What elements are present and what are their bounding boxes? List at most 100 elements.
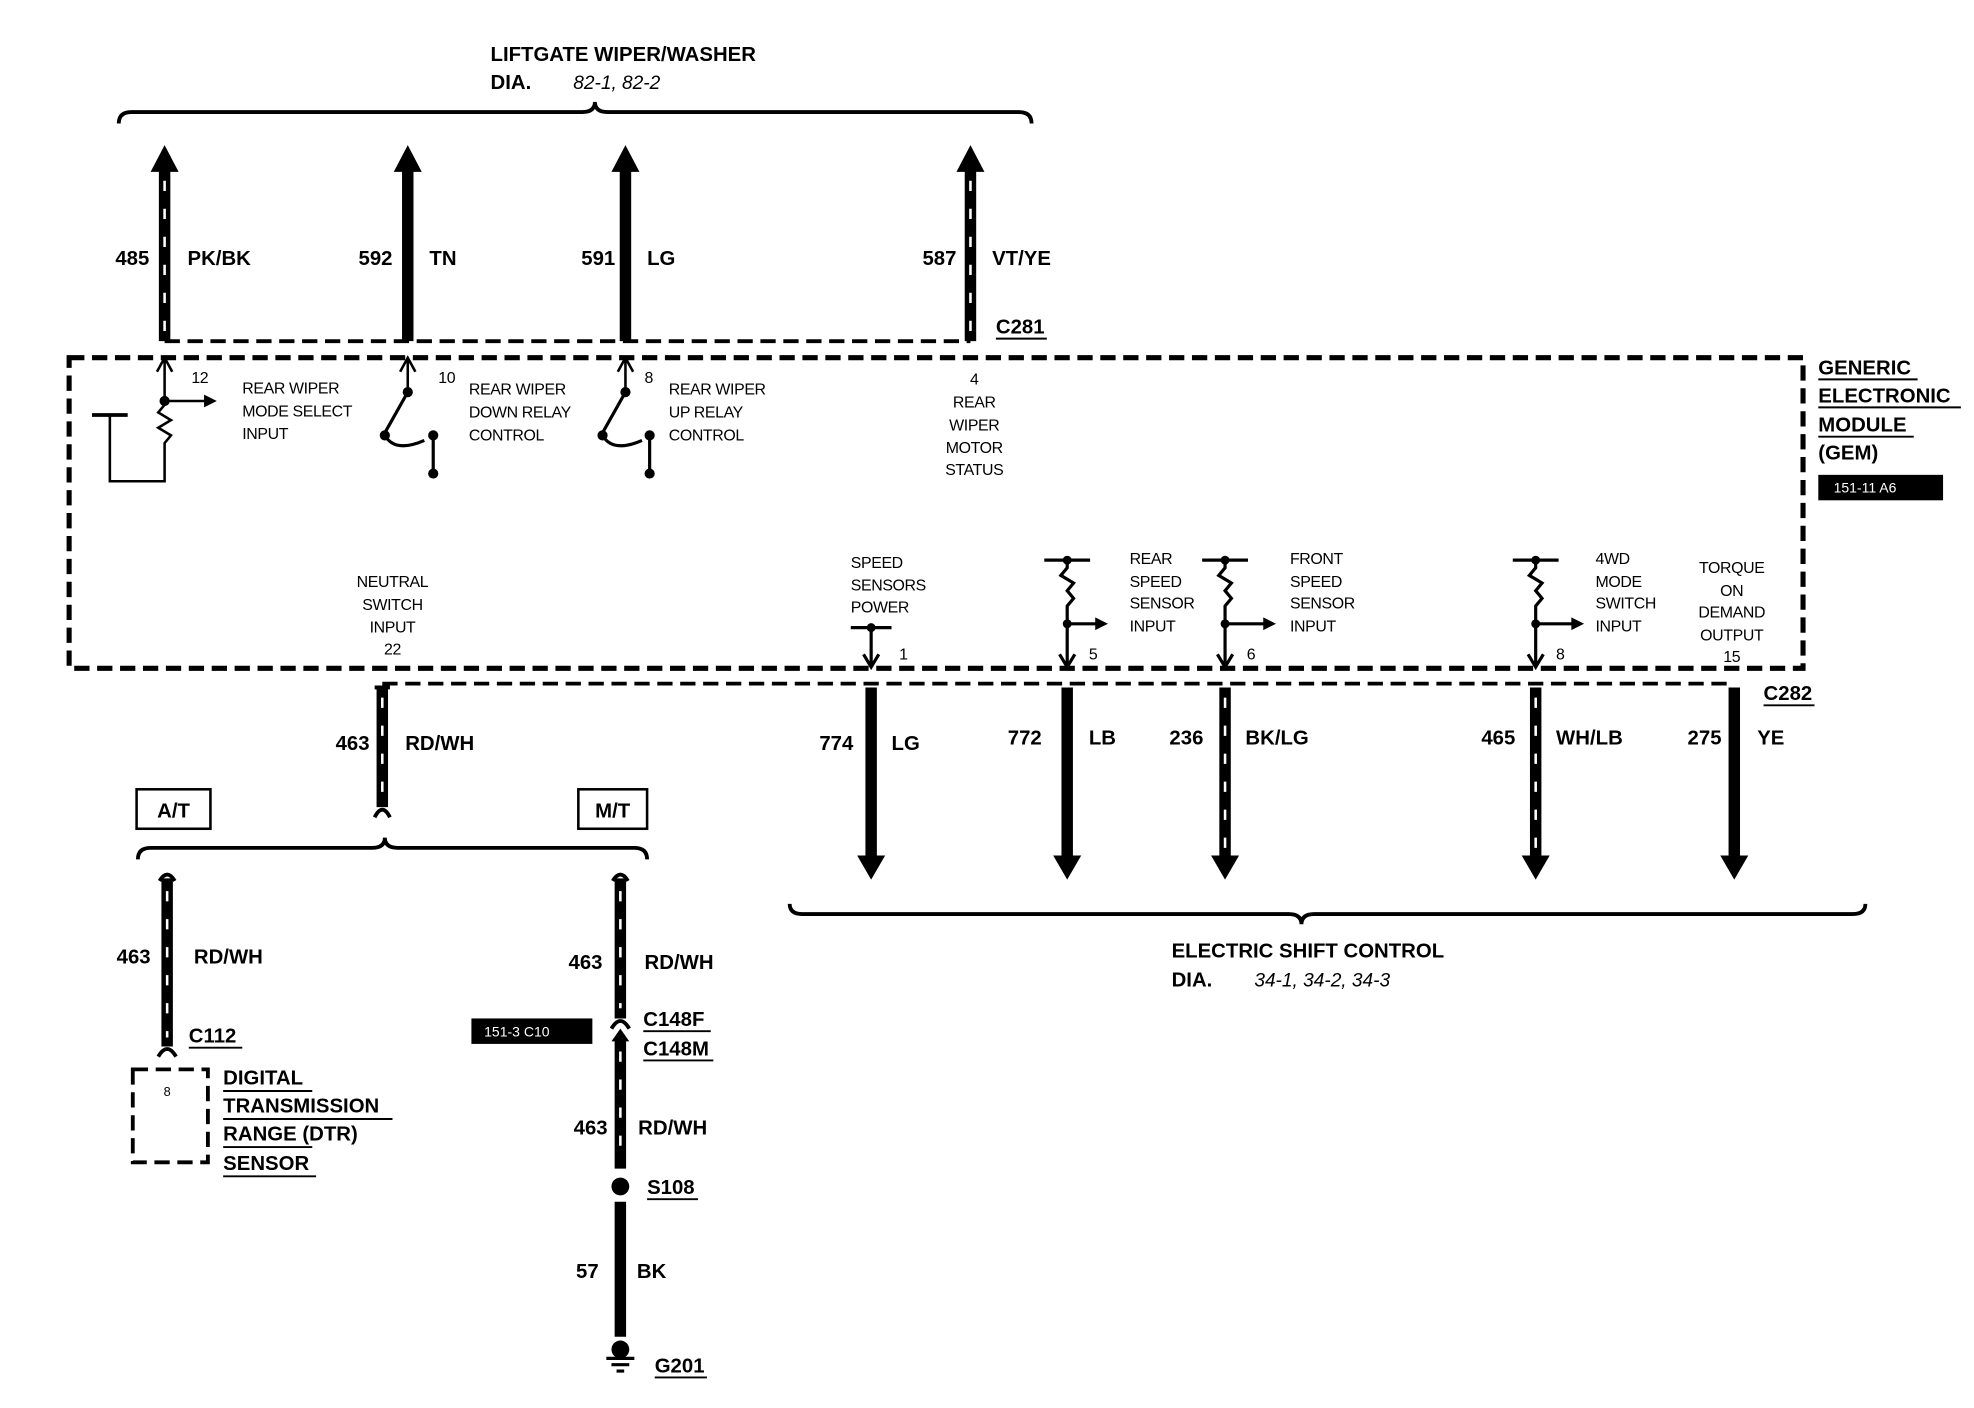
- wire-color: RD/WH: [638, 1117, 707, 1139]
- wire-774: 774 LG: [819, 687, 920, 880]
- wire-circuit: 592: [358, 248, 392, 270]
- wire-color: BK/LG: [1245, 728, 1308, 750]
- pin-label: OUTPUT: [1700, 627, 1764, 644]
- top-wire-591: 591 LG: [581, 145, 675, 342]
- wire-circuit: 275: [1688, 728, 1722, 750]
- pin-number: 15: [1723, 649, 1740, 666]
- pin-label: TORQUE: [1699, 560, 1764, 577]
- gem-ref: 151-11 A6: [1834, 480, 1897, 496]
- at-variant-label: A/T: [157, 800, 190, 822]
- pin-label: INPUT: [242, 426, 288, 443]
- top-title: LIFTGATE WIPER/WASHER: [491, 44, 757, 66]
- pin-8-up-relay: 8 REAR WIPER UP RELAY CONTROL: [597, 355, 766, 479]
- wire-color: LG: [647, 248, 675, 270]
- dtr-label-line: DIGITAL: [223, 1068, 303, 1090]
- wire-color: PK/BK: [188, 248, 252, 270]
- pin-label: SENSOR: [1290, 596, 1355, 613]
- pin-label: SENSOR: [1130, 596, 1195, 613]
- c148-ref-box: [471, 1018, 593, 1044]
- dtr-label-line: RANGE (DTR): [223, 1124, 358, 1146]
- pin-label: POWER: [851, 599, 909, 616]
- pin-label: INPUT: [370, 620, 416, 637]
- pin-8-4wd-mode-switch: 8 4WD MODE SWITCH INPUT: [1512, 551, 1656, 671]
- wire-circuit: 587: [922, 248, 956, 270]
- gem-title-line: (GEM): [1818, 443, 1878, 465]
- splice-s108-label: S108: [647, 1177, 695, 1199]
- pin-label: SPEED: [851, 555, 903, 572]
- pin-label: SENSORS: [851, 578, 926, 595]
- gem-title-line: GENERIC: [1818, 357, 1911, 379]
- connector-c282: C282: [1764, 683, 1813, 705]
- pin-1-speed-sensors-power: 1 SPEED SENSORS POWER: [850, 555, 926, 671]
- pin-number: 5: [1089, 646, 1098, 663]
- pin-label: REAR: [953, 394, 996, 411]
- top-dia-pages: 82-1, 82-2: [573, 73, 660, 94]
- pin-label: MODE: [1596, 574, 1642, 591]
- variant-bracket: [135, 837, 650, 860]
- pin-label: DEMAND: [1698, 604, 1765, 621]
- pin-label: REAR WIPER: [242, 380, 339, 397]
- connector-c148m: C148M: [643, 1038, 709, 1060]
- mt-wire-463-upper: 463 RD/WH: [569, 872, 714, 1030]
- pin-number: 6: [1247, 646, 1256, 663]
- pin-number: 8: [645, 370, 654, 387]
- wire-color: RD/WH: [194, 947, 263, 969]
- pin-label: WIPER: [949, 417, 999, 434]
- dtr-sensor-label: DIGITAL TRANSMISSION RANGE (DTR) SENSOR: [223, 1068, 393, 1178]
- gem-title: GENERIC ELECTRONIC MODULE (GEM): [1818, 357, 1961, 465]
- pin-label: CONTROL: [669, 427, 745, 444]
- pin-number: 8: [1556, 646, 1565, 663]
- bottom-title: ELECTRIC SHIFT CONTROL: [1172, 940, 1445, 962]
- pin-label: REAR: [1130, 551, 1173, 568]
- pin-label: INPUT: [1596, 618, 1642, 635]
- pin-label: SPEED: [1130, 574, 1182, 591]
- wire-circuit: 772: [1008, 728, 1042, 750]
- pin-22-neutral-switch: NEUTRAL SWITCH INPUT 22: [357, 574, 429, 658]
- pin-label: UP RELAY: [669, 405, 744, 422]
- pin-4-motor-status: 4 REAR WIPER MOTOR STATUS: [945, 371, 1003, 478]
- splice-s108: [611, 1177, 630, 1196]
- at-wire-463: 463 RD/WH: [117, 872, 263, 1058]
- ground-icon: [606, 1340, 635, 1373]
- pin-label: SPEED: [1290, 574, 1342, 591]
- mt-variant-box: [577, 788, 649, 831]
- top-wire-485: 485 PK/BK: [115, 145, 252, 342]
- pin-label: FRONT: [1290, 551, 1344, 568]
- wire-circuit: 774: [819, 733, 854, 755]
- pin-label: REAR WIPER: [469, 382, 566, 399]
- pin-number: 12: [191, 370, 208, 387]
- ground-g201-label: G201: [655, 1355, 705, 1377]
- wire-772: 772 LB: [1008, 687, 1116, 880]
- dtr-label-line: TRANSMISSION: [223, 1096, 379, 1118]
- top-wire-587: 587 VT/YE: [922, 145, 1051, 342]
- bottom-dia-pages: 34-1, 34-2, 34-3: [1254, 971, 1390, 992]
- gem-title-line: MODULE: [1818, 415, 1906, 437]
- gem-ref-box: [1818, 474, 1944, 501]
- connector-c112: C112: [189, 1026, 237, 1048]
- wire-color: RD/WH: [645, 952, 714, 974]
- pin-label: MOTOR: [946, 440, 1003, 457]
- wire-circuit: 463: [574, 1117, 608, 1139]
- pin-label: SWITCH: [1596, 596, 1656, 613]
- wire-color: RD/WH: [405, 733, 474, 755]
- pin-label: 4WD: [1596, 551, 1630, 568]
- top-bracket: [116, 101, 1034, 124]
- wire-circuit: 463: [569, 952, 603, 974]
- pin-number: 22: [384, 641, 401, 658]
- wire-color: YE: [1757, 728, 1784, 750]
- bottom-dia-label: DIA.: [1172, 970, 1213, 992]
- wire-circuit: 485: [115, 248, 149, 270]
- pin-label: INPUT: [1290, 618, 1336, 635]
- wire-circuit: 465: [1481, 728, 1515, 750]
- pin-12-mode-select: 12 REAR WIPER MODE SELECT INPUT: [92, 355, 353, 483]
- ground-wire-57: 57 BK: [576, 1201, 667, 1337]
- wire-circuit: 236: [1169, 728, 1203, 750]
- wire-463-neutral: 463 RD/WH: [336, 685, 474, 819]
- at-variant-box: [135, 788, 212, 831]
- top-dia-label: DIA.: [491, 72, 532, 94]
- pin-label: INPUT: [1130, 618, 1176, 635]
- connector-c281: C281: [996, 317, 1045, 339]
- top-wire-592: 592 TN: [358, 145, 457, 342]
- dtr-pin: 8: [164, 1084, 171, 1099]
- connector-c148f: C148F: [643, 1009, 704, 1031]
